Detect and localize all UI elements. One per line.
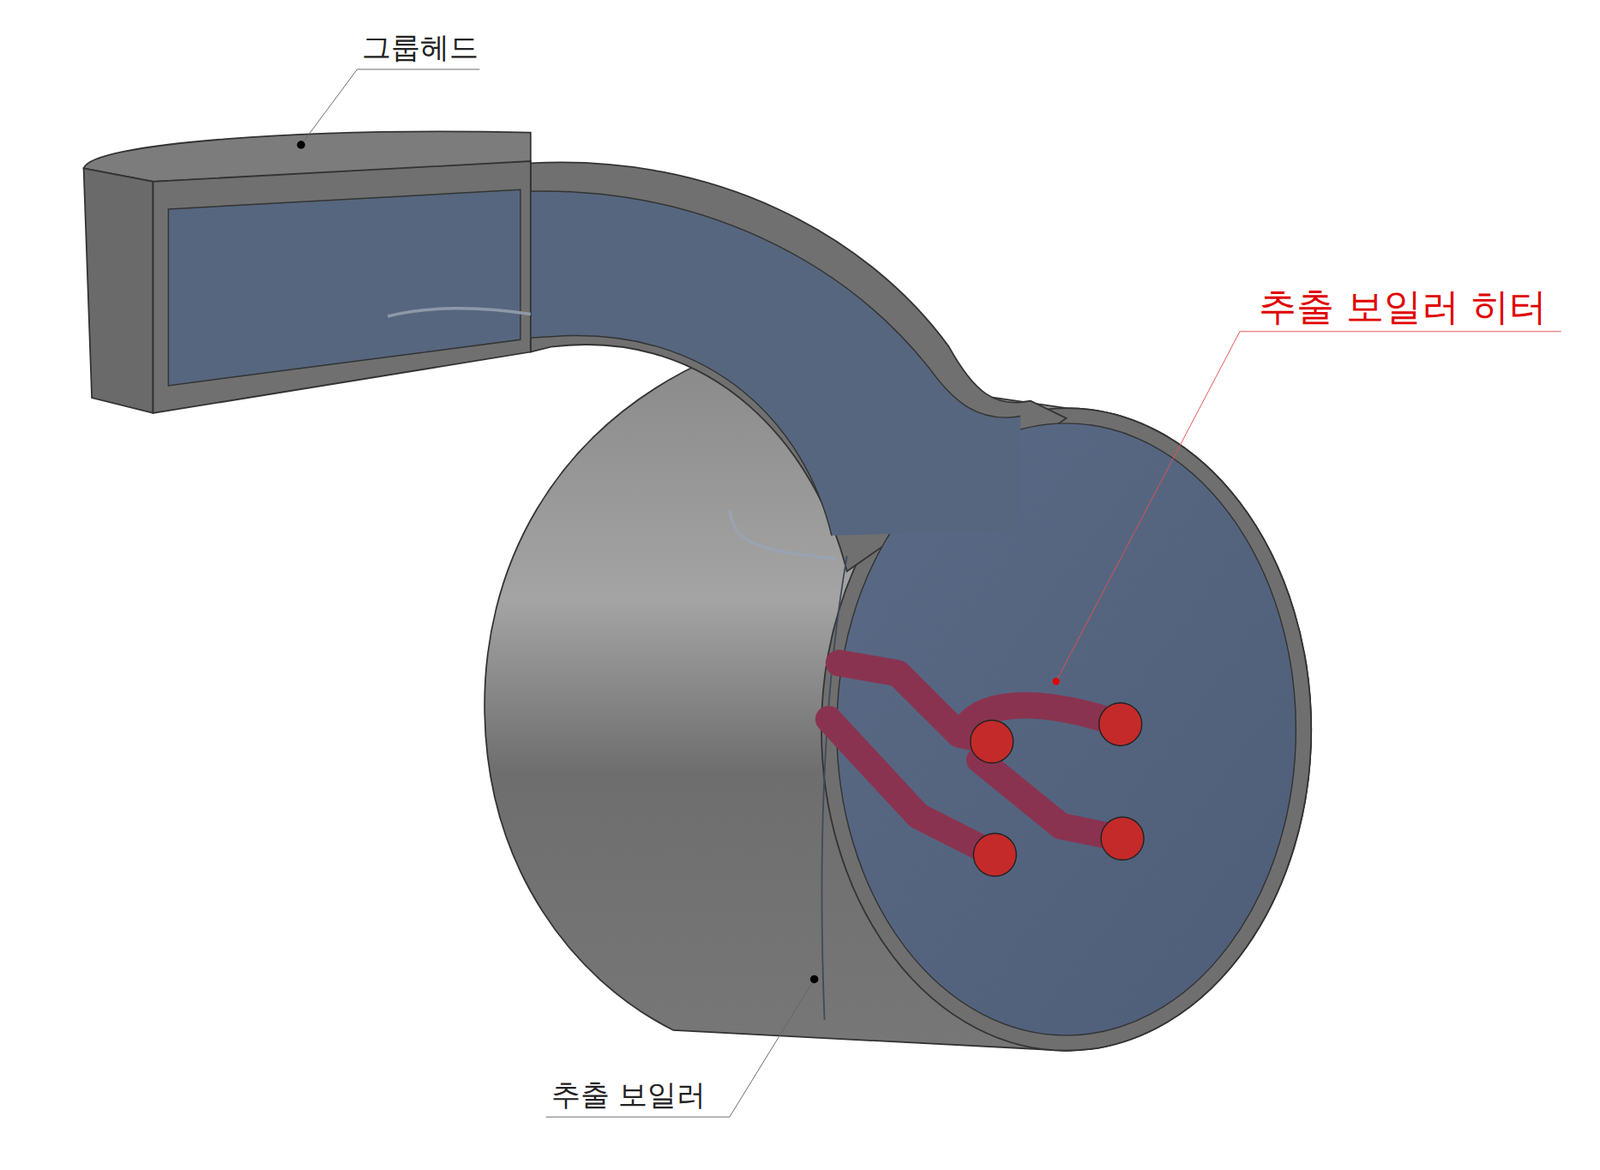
grouphead-cut [153,161,531,414]
grouphead-water [168,189,521,385]
leader-dot [810,975,819,985]
part-label: 그룹헤드 [361,31,479,64]
pipe-edge [515,191,1021,418]
leader-dot [1052,678,1060,686]
leader-dot [296,140,306,150]
pipe-edge [515,336,832,536]
part-label: 추출 보일러 히터 [1258,286,1547,328]
boiler-inner-wall [822,556,848,1021]
grouphead-end [84,168,154,414]
heater-ends [970,703,1144,877]
part-label: 추출 보일러 [551,1079,707,1112]
pipe-slot [729,510,837,560]
grouphead-slot [387,308,531,317]
leader-lines [300,69,1562,1118]
pipe-water [515,191,1021,536]
heater [828,663,1123,856]
